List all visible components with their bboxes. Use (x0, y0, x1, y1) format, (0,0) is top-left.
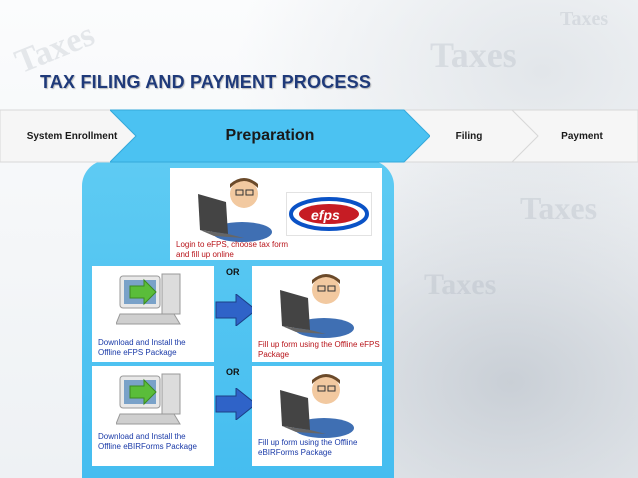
efps-fill-caption: Fill up form using the Offline eFPS Pack… (258, 340, 380, 359)
step-label: Payment (561, 130, 603, 142)
online-option-caption: Login to eFPS, choose tax form and fill … (176, 240, 289, 259)
efps-logo-text: efps (311, 207, 340, 223)
background-word: Taxes (560, 8, 609, 30)
step-label: System Enrollment (26, 130, 118, 142)
efps-download-caption: Download and Install the Offline eFPS Pa… (98, 338, 186, 357)
chevron-shape (110, 109, 430, 163)
or-label: OR (226, 267, 240, 277)
ebirforms-download-card: Download and Install the Offline eBIRFor… (92, 366, 214, 466)
efps-logo-graphic (289, 197, 369, 231)
step-label: Filing (455, 130, 483, 142)
ebirforms-fill-caption: Fill up form using the Offline eBIRForms… (258, 438, 358, 457)
step-preparation[interactable]: Preparation (110, 108, 430, 164)
online-option-card: efps Login to eFPS, choose tax form and … (170, 168, 382, 260)
efps-download-card: Download and Install the Offline eFPS Pa… (92, 266, 214, 362)
man-at-laptop-icon (198, 178, 272, 242)
desktop-computer-download-icon (116, 273, 181, 325)
man-at-laptop-icon (280, 374, 354, 438)
background-word: Taxes (424, 268, 497, 301)
step-label: Preparation (225, 127, 315, 144)
ebirforms-download-caption: Download and Install the Offline eBIRFor… (98, 432, 198, 451)
desktop-computer-download-icon (116, 373, 181, 425)
efps-logo: efps (286, 192, 372, 236)
process-bar: System Enrollment Payment Filing Prepara… (0, 108, 638, 164)
or-label: OR (226, 367, 240, 377)
arrow-right-icon (215, 294, 257, 326)
arrow-right-icon (215, 388, 257, 420)
background-word: Taxes (430, 35, 517, 75)
page-title: TAX FILING AND PAYMENT PROCESS (40, 72, 372, 92)
ebirforms-fill-card: Fill up form using the Offline eBIRForms… (252, 366, 382, 466)
background-word: Taxes (520, 190, 598, 226)
efps-fill-card: Fill up form using the Offline eFPS Pack… (252, 266, 382, 362)
man-at-laptop-icon (280, 274, 354, 338)
